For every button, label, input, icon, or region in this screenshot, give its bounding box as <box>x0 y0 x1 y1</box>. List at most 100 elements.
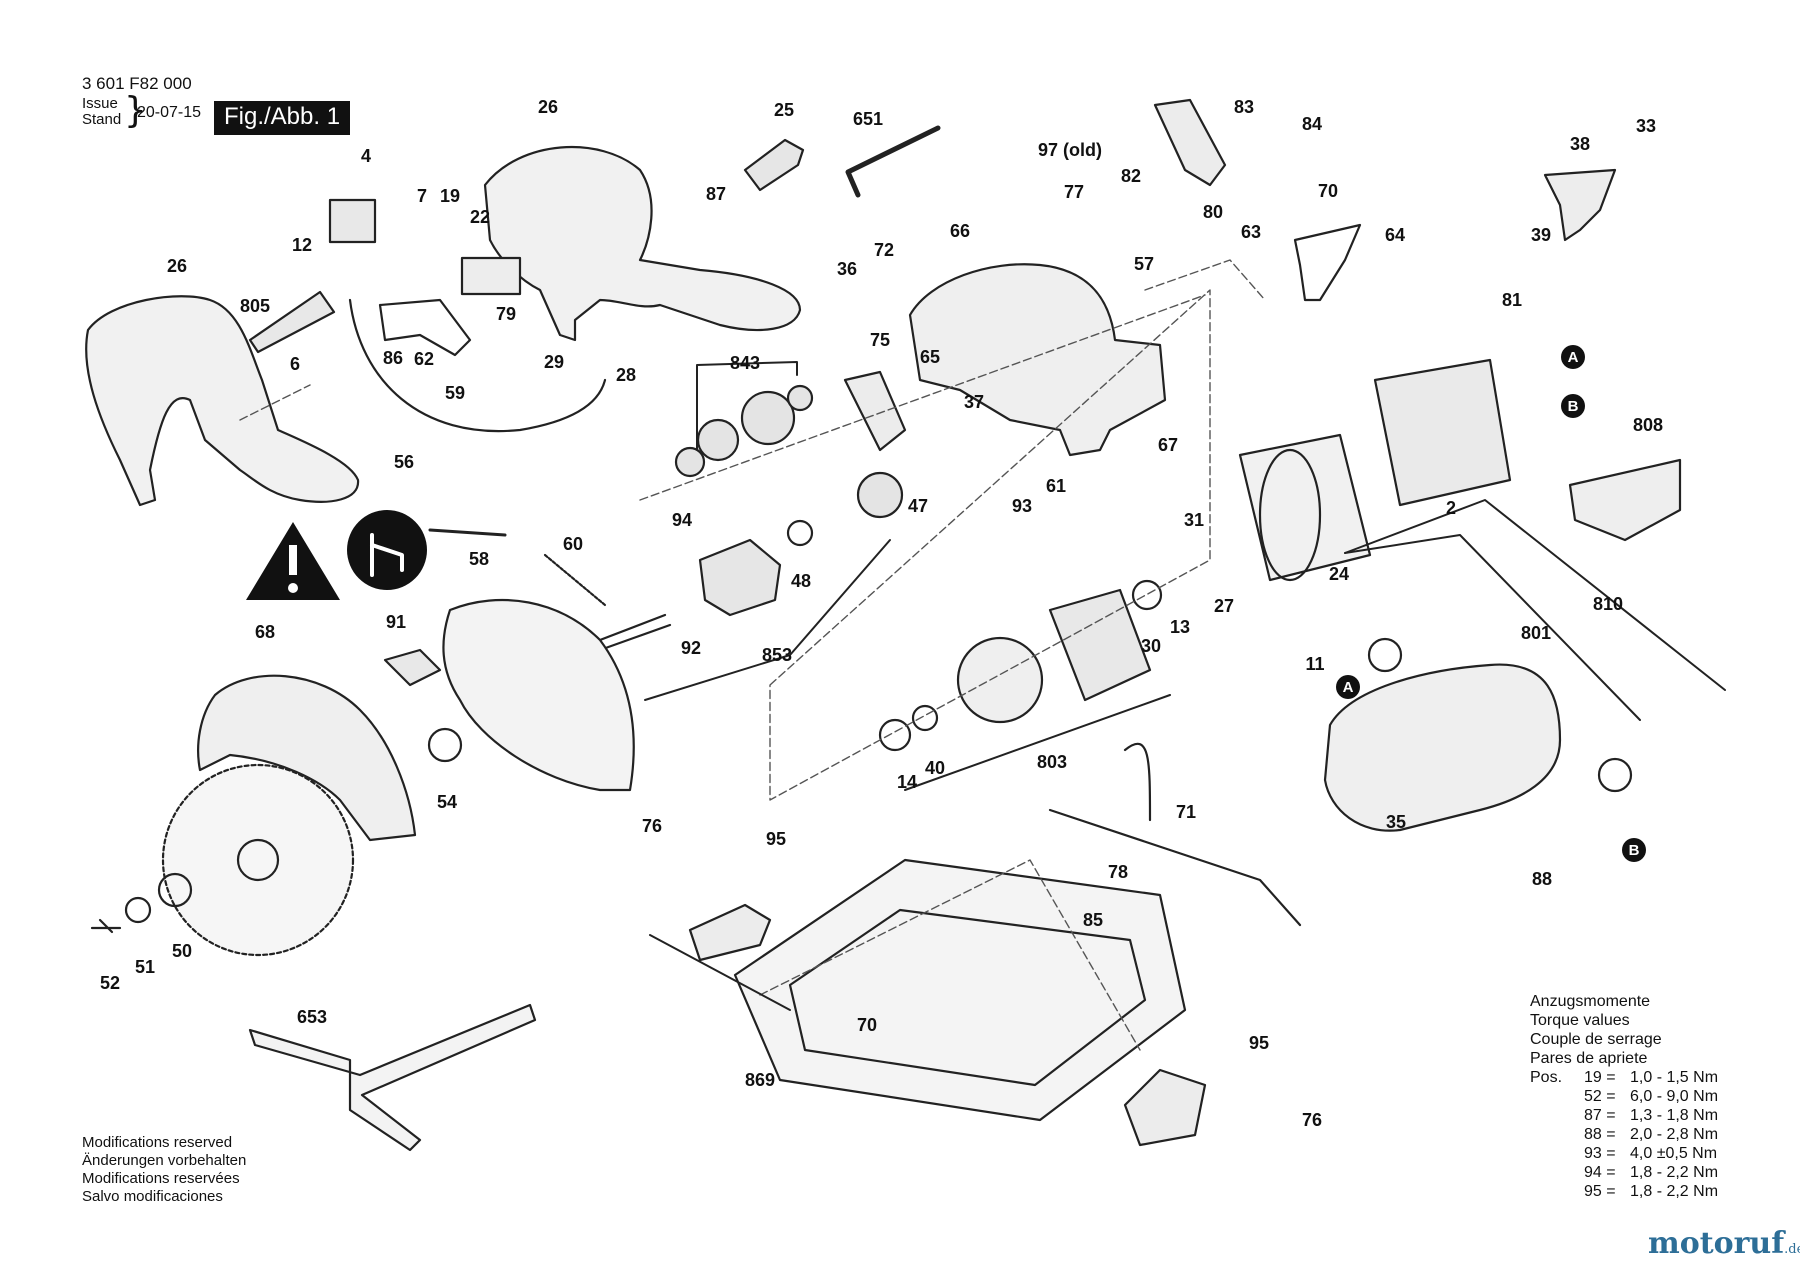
bearing-part <box>674 446 706 478</box>
fan-part <box>956 636 1044 724</box>
torque-value: 2,0 - 2,8 Nm <box>1630 1126 1719 1143</box>
part-label: 51 <box>135 957 155 977</box>
part-label: 33 <box>1636 116 1656 136</box>
torque-value: 1,0 - 1,5 Nm <box>1630 1069 1719 1086</box>
fan-guide-part <box>1238 433 1372 582</box>
torque-value: 1,8 - 2,2 Nm <box>1630 1183 1719 1200</box>
motor-housing-part <box>1323 663 1562 832</box>
torque-pos: 52 = <box>1584 1088 1616 1105</box>
bolt-part <box>90 918 122 934</box>
part-label: 853 <box>762 645 792 665</box>
bearing-part <box>786 384 814 412</box>
circlip-part <box>427 727 463 763</box>
warning-arrow <box>428 528 507 537</box>
fan-guide-opening <box>1258 448 1322 582</box>
modifications-de: Änderungen vorbehalten <box>82 1152 247 1169</box>
connector-badge <box>1336 675 1360 699</box>
label-part <box>1568 458 1682 542</box>
cable-protector-part <box>248 290 336 354</box>
part-label: 810 <box>1593 594 1623 614</box>
issue-date: 20-07-15 <box>137 104 202 121</box>
part-label: 48 <box>791 571 811 591</box>
washer-part <box>124 896 152 924</box>
gear-part <box>696 418 740 462</box>
part-label: 77 <box>1064 182 1084 202</box>
part-label: 31 <box>1184 510 1204 530</box>
part-label: 60 <box>563 534 583 554</box>
part-label: 65 <box>920 347 940 367</box>
part-label: 7 <box>417 186 427 206</box>
base-plate-part <box>733 858 1187 1122</box>
modifications-en: Modifications reserved <box>82 1134 233 1151</box>
torque-row: 95 = 1,8 - 2,2 Nm <box>1530 1182 1718 1201</box>
torque-value: 1,3 - 1,8 Nm <box>1630 1107 1719 1124</box>
stand-label: Stand <box>82 111 122 128</box>
part-label: 26 <box>538 97 558 117</box>
connector-label: A <box>1568 349 1579 366</box>
part-label: 40 <box>925 758 945 778</box>
part-label: 805 <box>240 296 270 316</box>
brush-part <box>1597 757 1633 793</box>
part-label: 85 <box>1083 910 1103 930</box>
spindle-part <box>598 613 672 652</box>
part-label: 12 <box>292 235 312 255</box>
torque-pos: 94 = <box>1584 1164 1616 1181</box>
torque-value: 1,8 - 2,2 Nm <box>1630 1164 1719 1181</box>
part-label: 95 <box>766 829 786 849</box>
wire-part <box>348 298 607 433</box>
torque-values-table: Anzugsmomente Torque values Couple de se… <box>1530 992 1718 1201</box>
part-label: 808 <box>1633 415 1663 435</box>
parts-drawing <box>85 98 1726 1152</box>
site-logo: motoruf.de <box>1648 1226 1800 1261</box>
part-label: 4 <box>361 146 371 166</box>
torque-pos: 88 = <box>1584 1126 1616 1143</box>
part-label: 71 <box>1176 802 1196 822</box>
connector-badge <box>1561 345 1585 369</box>
gear-housing-part <box>698 538 782 617</box>
gear-part <box>740 390 796 446</box>
part-label: 36 <box>837 259 857 279</box>
wedge-part <box>843 370 907 452</box>
part-label: 66 <box>950 221 970 241</box>
cover-part <box>743 138 805 192</box>
part-label: 52 <box>100 973 120 993</box>
torque-pos: 95 = <box>1584 1183 1616 1200</box>
riving-lever-part <box>383 648 442 687</box>
torque-pos: 19 = <box>1584 1069 1616 1086</box>
part-label: 78 <box>1108 862 1128 882</box>
part-label: 67 <box>1158 435 1178 455</box>
part-label: 58 <box>469 549 489 569</box>
part-label: 6 <box>290 354 300 374</box>
lever-part <box>1543 168 1617 242</box>
part-label: 28 <box>616 365 636 385</box>
guard-part <box>442 598 635 792</box>
part-label: 13 <box>1170 617 1190 637</box>
part-label: 27 <box>1214 596 1234 616</box>
part-label: 26 <box>167 256 187 276</box>
modifications-es: Salvo modificaciones <box>82 1188 223 1205</box>
part-label: 95 <box>1249 1033 1269 1053</box>
part-label: 86 <box>383 348 403 368</box>
top-handle-part <box>483 145 802 342</box>
brush-part <box>1367 637 1403 673</box>
part-label: 79 <box>496 304 516 324</box>
torque-pos-label: Pos. <box>1530 1069 1563 1086</box>
flange-part <box>157 872 193 908</box>
part-label: 59 <box>445 383 465 403</box>
torque-value: 6,0 - 9,0 Nm <box>1630 1088 1719 1105</box>
blade-guard-part <box>197 674 417 842</box>
part-label: 92 <box>681 638 701 658</box>
part-label: 62 <box>414 349 434 369</box>
torque-title-en: Torque values <box>1530 1012 1630 1029</box>
part-label: 83 <box>1234 97 1254 117</box>
hex-key-part <box>845 125 941 198</box>
part-label: 88 <box>1532 869 1552 889</box>
part-label: 94 <box>672 510 692 530</box>
warning-dot <box>288 583 298 593</box>
part-label: 47 <box>908 496 928 516</box>
part-label: 57 <box>1134 254 1154 274</box>
bearing-part <box>878 718 912 752</box>
part-label: 2 <box>1446 498 1456 518</box>
